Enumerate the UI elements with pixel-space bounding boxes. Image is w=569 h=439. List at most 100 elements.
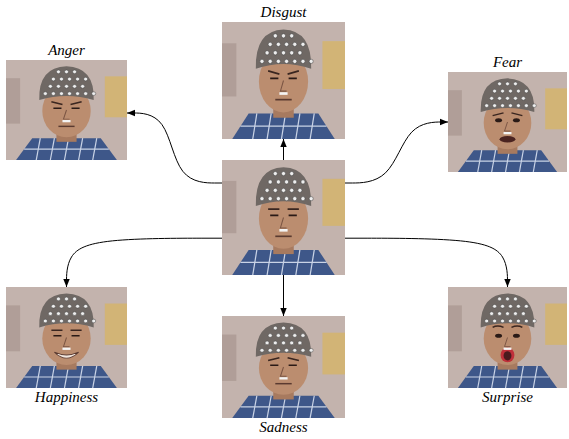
electrode	[56, 85, 60, 89]
electrode	[524, 319, 528, 323]
electrode	[64, 312, 68, 316]
nose	[63, 338, 69, 347]
mouth	[54, 352, 78, 358]
photo-background	[222, 160, 345, 275]
electrode	[43, 92, 47, 96]
mouth	[275, 235, 291, 237]
electrode	[516, 319, 520, 323]
eyes	[53, 335, 79, 336]
nose	[280, 81, 286, 92]
mouth-inside	[504, 351, 512, 360]
electrode	[301, 42, 305, 46]
eyebrows	[493, 326, 523, 327]
electrode	[43, 319, 47, 323]
electrode	[276, 42, 280, 46]
electrode	[76, 92, 80, 96]
background-patch	[545, 88, 567, 129]
photo-background	[448, 287, 567, 388]
electrode	[64, 70, 68, 74]
electrode	[290, 341, 294, 345]
shirt-plaid	[240, 406, 326, 407]
photo-background	[222, 316, 345, 418]
electrode	[513, 82, 517, 86]
electrode	[506, 82, 510, 86]
face-photo	[222, 160, 345, 275]
electrode	[524, 104, 528, 108]
electrode	[513, 312, 517, 316]
background-patch	[6, 78, 20, 123]
electrode	[81, 312, 85, 316]
eye	[513, 118, 520, 122]
electrode	[298, 51, 302, 55]
electrode	[501, 104, 505, 108]
photo-background	[222, 22, 345, 139]
electrode	[498, 82, 502, 86]
arrow-connector	[345, 238, 508, 287]
eyes	[270, 364, 297, 365]
emotion-photo: Anger	[6, 60, 127, 160]
electrode	[485, 104, 489, 108]
electrode	[281, 172, 285, 176]
shirt-plaid	[24, 149, 109, 150]
eyebrows	[493, 113, 523, 116]
electrode	[301, 334, 305, 338]
emotion-label: Happiness	[35, 389, 98, 406]
electrode	[276, 180, 280, 184]
electrode	[268, 59, 272, 63]
shirt-plaid	[240, 262, 326, 263]
electrode	[276, 334, 280, 338]
electrode	[498, 312, 502, 316]
electrode	[59, 77, 63, 81]
electrode	[301, 180, 305, 184]
chin-tape	[504, 348, 512, 350]
eyebrows	[268, 208, 299, 210]
electrode	[293, 42, 297, 46]
emotion-photo: Happiness	[6, 287, 127, 388]
electrode	[76, 77, 80, 81]
electrode	[276, 197, 280, 201]
background-patch	[222, 43, 236, 96]
electrode	[84, 304, 88, 308]
electrode	[281, 326, 285, 330]
electrode	[290, 188, 294, 192]
mouth	[58, 126, 74, 127]
electrode	[513, 297, 517, 301]
electrode-cap	[481, 293, 535, 327]
electrode	[51, 304, 55, 308]
eyebrows	[268, 71, 299, 74]
chin-tape	[279, 92, 287, 95]
electrode	[56, 70, 60, 74]
electrode	[285, 197, 289, 201]
electrode	[265, 341, 269, 345]
electrode	[516, 304, 520, 308]
nose	[505, 338, 511, 347]
electrode	[285, 42, 289, 46]
electrode	[521, 97, 525, 101]
background-patch	[6, 305, 20, 351]
emotion-photo: Sadness	[222, 316, 345, 418]
mouth	[501, 348, 515, 363]
electrode	[493, 319, 497, 323]
background-patch	[222, 181, 236, 233]
electrode	[59, 319, 63, 323]
electrode	[48, 312, 52, 316]
arrow-connector	[127, 113, 222, 183]
photo-background	[6, 60, 127, 160]
electrode	[501, 319, 505, 323]
eyebrows	[51, 329, 81, 330]
electrode	[508, 319, 512, 323]
electrode	[273, 341, 277, 345]
mouth	[500, 136, 516, 142]
electrode	[524, 304, 528, 308]
electrode	[506, 297, 510, 301]
electrode	[260, 197, 264, 201]
electrode	[84, 77, 88, 81]
shirt-plaid	[466, 161, 549, 162]
electrode	[309, 197, 313, 201]
chin-tape	[62, 120, 70, 122]
electrode	[506, 312, 510, 316]
background-patch	[448, 90, 462, 135]
electrode	[64, 85, 68, 89]
shirt-plaid	[24, 376, 109, 377]
photo-background	[6, 287, 127, 388]
